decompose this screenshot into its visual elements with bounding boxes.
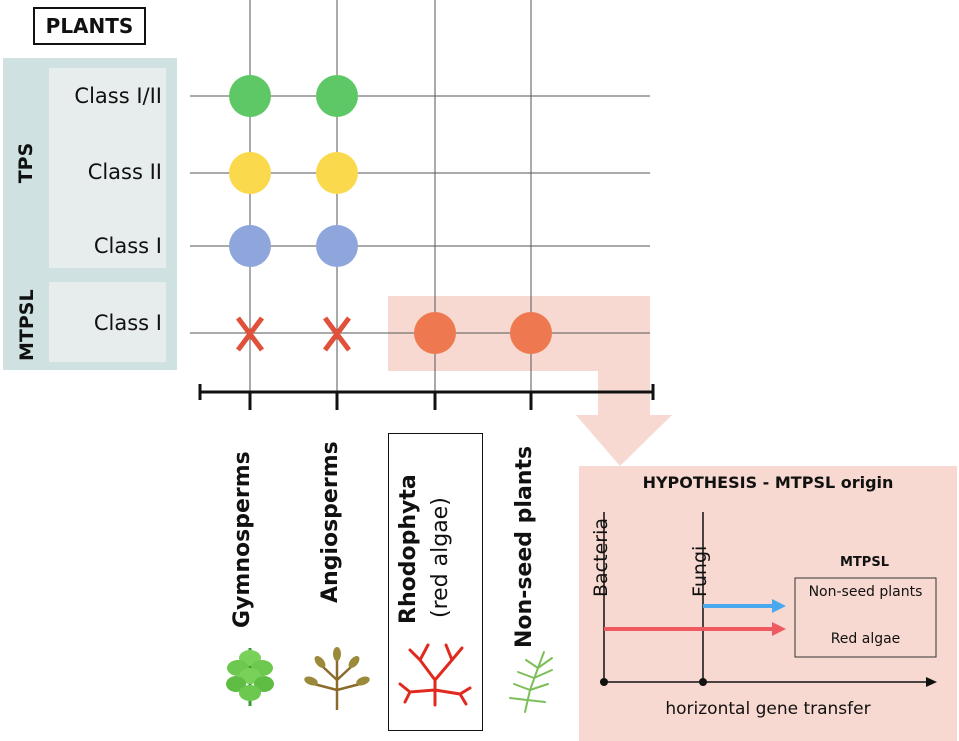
marker-classi-angiosperms [316, 225, 358, 267]
marker-classi-ii-gymnosperms [229, 75, 271, 117]
bacteria-origin-dot [600, 678, 608, 686]
mtpsl-class-panel [49, 282, 166, 362]
marker-mtpsl-rhodophyta [414, 312, 456, 354]
marker-mtpsl-nonseed [510, 312, 552, 354]
absent-mark-angiosperms [323, 316, 351, 352]
mtpsl-target-title: MTPSL [840, 555, 889, 570]
marker-classi-ii-angiosperms [316, 75, 358, 117]
class-i-label: Class I [93, 234, 162, 258]
red-algae-sublabel: (red algae) [428, 497, 453, 618]
gymnosperms-label: Gymnosperms [230, 451, 255, 628]
absent-mark-gymnosperms [236, 316, 264, 352]
target-nonseed-plants: Non-seed plants [808, 584, 923, 600]
hypothesis-title: HYPOTHESIS - MTPSL origin [642, 473, 894, 492]
mtpsl-target-box [794, 577, 937, 658]
tps-class-panel [49, 68, 166, 268]
rhodophyta-highlight-box [388, 433, 483, 731]
class-i-ii-label: Class I/II [74, 84, 162, 108]
red-algae-icon [398, 643, 472, 707]
fungi-arrowhead [772, 599, 786, 613]
bacteria-label: Bacteria [590, 518, 612, 597]
marker-classii-angiosperms [316, 152, 358, 194]
rhodophyta-label: Rhodophyta [396, 474, 421, 624]
flower-branch-icon [304, 647, 370, 710]
plants-label: PLANTS [45, 14, 134, 38]
target-red-algae: Red algae [830, 631, 901, 647]
moss-icon [509, 651, 553, 713]
marker-classii-gymnosperms [229, 152, 271, 194]
angiosperms-label: Angiosperms [318, 441, 343, 603]
bacteria-arrowhead [772, 622, 786, 636]
fungi-label: Fungi [689, 545, 711, 597]
hypothesis-panel [579, 466, 957, 741]
hgt-axis-label: horizontal gene transfer [665, 699, 871, 719]
plants-label-box: PLANTS [33, 7, 146, 45]
mtpsl-class-i-label: Class I [93, 311, 162, 335]
mtpsl-highlight-arrow [388, 296, 672, 466]
marker-classi-gymnosperms [229, 225, 271, 267]
class-ii-label: Class II [87, 160, 162, 184]
pinecone-icon [226, 648, 274, 706]
nonseed-plants-label: Non-seed plants [512, 445, 537, 648]
fungi-origin-dot [699, 678, 707, 686]
hgt-axis-arrowhead [926, 677, 937, 687]
